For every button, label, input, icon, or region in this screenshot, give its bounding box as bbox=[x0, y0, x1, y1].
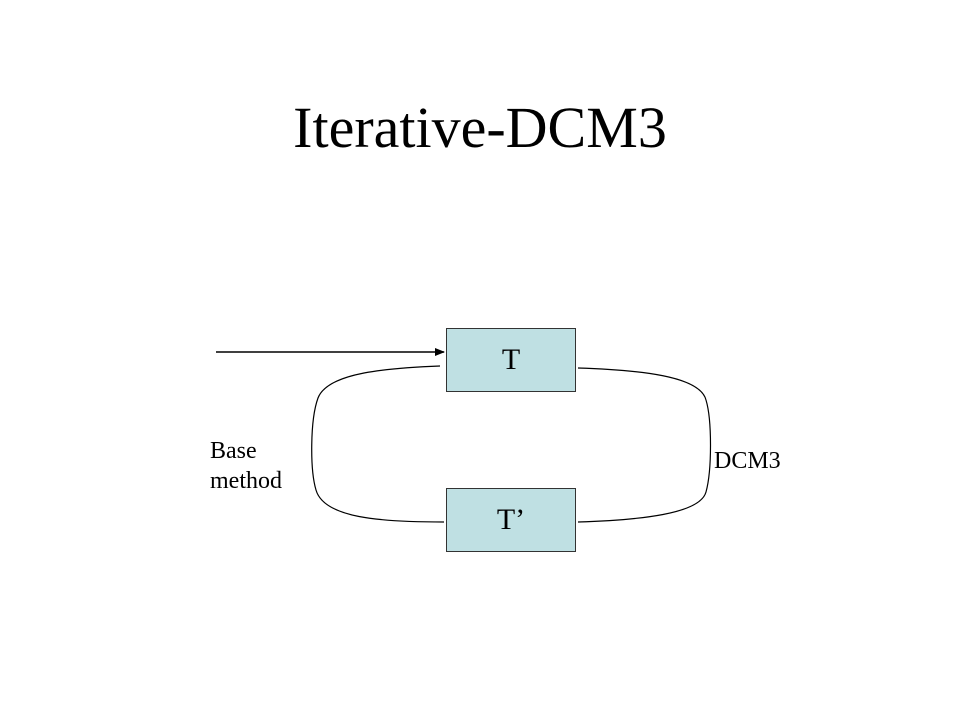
base-method-label-line1: Base bbox=[210, 438, 257, 464]
base-method-edge bbox=[311, 365, 445, 523]
tree-t-label: T bbox=[501, 343, 521, 376]
base-method-label-line2: method bbox=[210, 468, 282, 494]
base-method-label: Base method bbox=[210, 436, 320, 496]
dcm3-edge bbox=[577, 367, 712, 523]
tree-t-box: T bbox=[446, 328, 576, 392]
tree-t-prime-box: T’ bbox=[446, 488, 576, 552]
slide-title: Iterative-DCM3 bbox=[293, 95, 667, 160]
dcm3-label: DCM3 bbox=[714, 448, 781, 474]
tree-t-prime-label: T’ bbox=[496, 503, 526, 536]
